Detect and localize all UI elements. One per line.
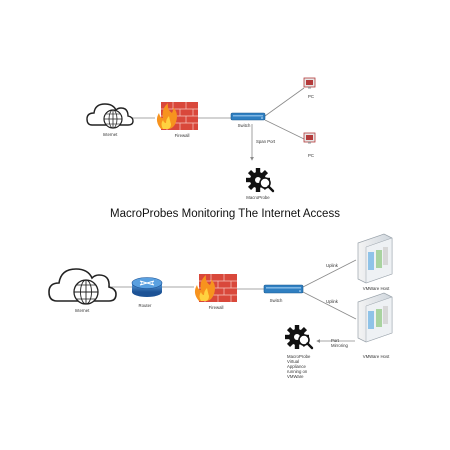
va-label-line: running on	[287, 369, 308, 374]
vmware-host-label: VMWare Host	[362, 286, 390, 291]
macroprobe-gear-icon	[246, 168, 275, 193]
vmware-host-label: VMWare Host	[362, 354, 390, 359]
bottom-diagram	[48, 233, 393, 350]
uplink-label: Uplink	[326, 299, 338, 304]
bottom-link-switch-host1	[302, 259, 357, 288]
pc-icon	[303, 132, 316, 144]
switch-icon	[263, 284, 304, 294]
macroprobe-gear-icon	[285, 325, 314, 350]
bottom-link-switch-host2	[302, 291, 357, 320]
router-label: Router	[138, 303, 152, 308]
pc-label: PC	[308, 94, 314, 99]
top-link-switch-pc2	[264, 119, 305, 140]
firewall-icon	[194, 274, 237, 302]
uplink-label: Uplink	[326, 263, 338, 268]
switch-label: Switch	[269, 298, 283, 303]
cloud-globe-icon	[86, 103, 134, 129]
cloud-globe-icon	[48, 268, 117, 305]
port-mirroring-label: Port Mirroring	[331, 338, 348, 348]
switch-icon	[230, 112, 266, 121]
firewall-icon	[156, 102, 198, 130]
internet-label: Internet	[74, 308, 90, 313]
va-label-line: MacroProbe	[287, 354, 311, 359]
pc-icon	[303, 77, 316, 89]
va-label-line: VMWare	[287, 374, 304, 379]
top-link-switch-pc1	[264, 87, 305, 117]
va-label-line: Appliance	[287, 364, 306, 369]
virtual-appliance-label: MacroProbe Virtual Appliance running on …	[287, 354, 310, 379]
pc-label: PC	[308, 153, 314, 158]
server-icon	[357, 233, 393, 284]
diagram-title: MacroProbes Monitoring The Internet Acce…	[110, 208, 340, 220]
router-icon	[131, 277, 163, 297]
va-label-line: Virtual	[287, 359, 300, 364]
macroprobe-label: MacroProbe	[246, 195, 270, 200]
internet-label: Internet	[102, 132, 118, 137]
firewall-label: Firewall	[208, 305, 224, 310]
top-diagram	[86, 77, 316, 193]
server-icon	[357, 292, 393, 343]
firewall-label: Firewall	[174, 133, 190, 138]
span-port-label: Span Port	[256, 139, 276, 144]
switch-label: Switch	[237, 123, 251, 128]
